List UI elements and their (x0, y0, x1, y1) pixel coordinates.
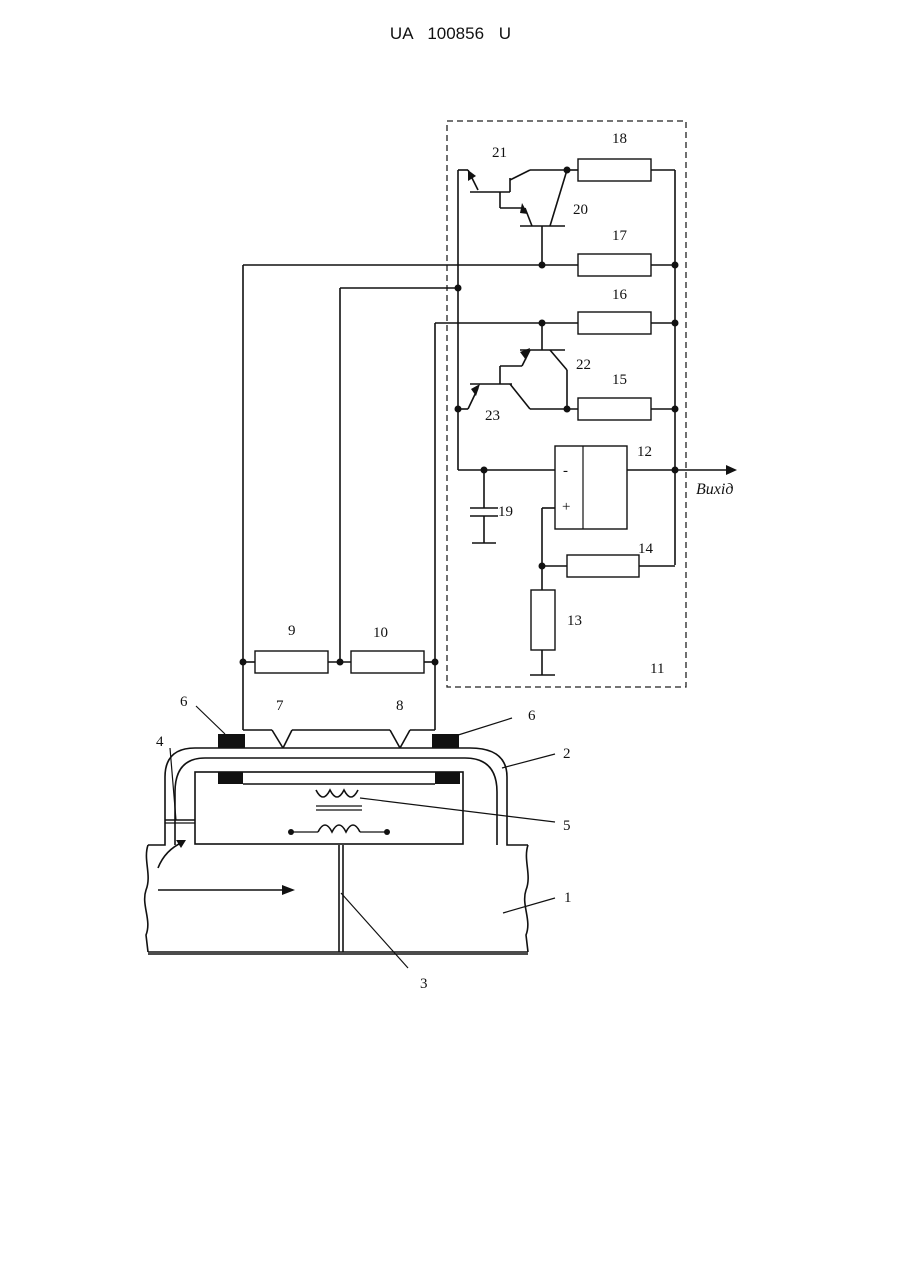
label-22: 22 (576, 357, 591, 373)
leader-2 (502, 754, 555, 768)
inner-block-left (218, 772, 243, 784)
label-4: 4 (156, 734, 164, 750)
leader-6-left (196, 706, 225, 734)
resistor-18 (578, 159, 651, 181)
label-17: 17 (612, 228, 628, 244)
label-21: 21 (492, 145, 507, 161)
lead-8 (390, 730, 400, 748)
housing-2-inner (175, 758, 497, 845)
opamp-minus-sign: - (563, 463, 568, 479)
leader-3 (341, 893, 408, 968)
resistor-15 (578, 398, 651, 420)
leader-1 (503, 898, 555, 913)
label-12: 12 (637, 444, 652, 460)
resistor-13 (531, 590, 555, 650)
label-5: 5 (563, 818, 571, 834)
electrode-6-right (432, 734, 459, 748)
label-6-left: 6 (180, 694, 188, 710)
opamp-12 (555, 446, 627, 529)
label-6-right: 6 (528, 708, 536, 724)
bypass-arrow-icon (158, 842, 183, 868)
label-1: 1 (564, 890, 572, 906)
pipe-right-break (525, 845, 528, 952)
opamp-plus-sign: + (562, 499, 570, 515)
label-10: 10 (373, 625, 388, 641)
label-11: 11 (650, 661, 664, 677)
label-9: 9 (288, 623, 296, 639)
label-14: 14 (638, 541, 654, 557)
lead-7 (272, 730, 283, 748)
label-3: 3 (420, 976, 428, 992)
label-7: 7 (276, 698, 284, 714)
label-8: 8 (396, 698, 404, 714)
label-13: 13 (567, 613, 582, 629)
pipe-left-break (145, 845, 148, 952)
label-18: 18 (612, 131, 627, 147)
coil-lower (318, 825, 360, 832)
leader-6-right (455, 718, 512, 736)
electrode-6-left (218, 734, 245, 748)
resistor-17 (578, 254, 651, 276)
coil-upper (316, 790, 358, 797)
label-19: 19 (498, 504, 513, 520)
label-20: 20 (573, 202, 588, 218)
label-16: 16 (612, 287, 628, 303)
label-23: 23 (485, 408, 500, 424)
label-2: 2 (563, 746, 571, 762)
inner-block-right (435, 772, 460, 784)
resistor-16 (578, 312, 651, 334)
output-arrow-icon (726, 465, 737, 475)
resistor-10 (351, 651, 424, 673)
resistor-9 (255, 651, 328, 673)
label-15: 15 (612, 372, 627, 388)
output-label: Вихід (696, 481, 733, 498)
resistor-14 (567, 555, 639, 577)
leader-5 (360, 798, 555, 822)
